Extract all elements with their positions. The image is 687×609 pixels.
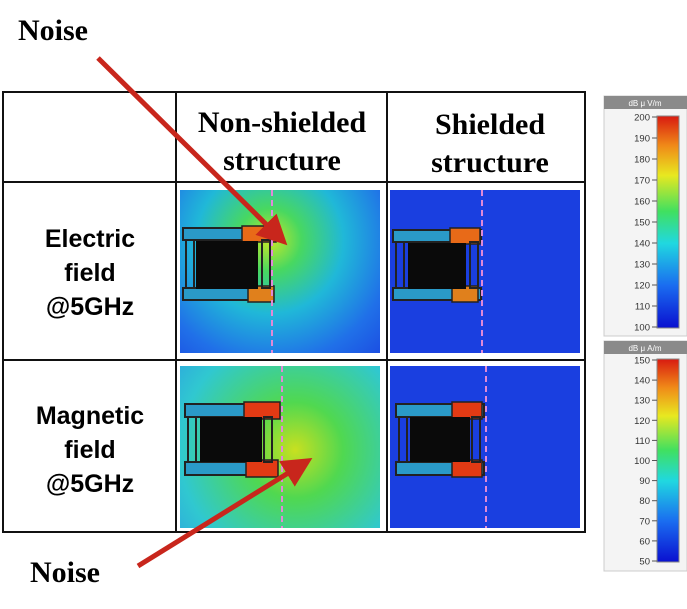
colorbar-tick-label: 100: [634, 456, 650, 467]
noise-label-bottom: Noise: [30, 556, 100, 589]
magnetic-colorbar: dB μ A/m 150 140 130 120 110 100 90 80 70 60 50: [603, 340, 687, 572]
colorbar-tick-label: 90: [639, 476, 650, 487]
colorbar-tick-label: 190: [634, 134, 650, 145]
colorbar-tick-label: 150: [634, 356, 650, 367]
row-header-magnetic-line1: Magnetic: [36, 402, 144, 430]
row-header-magnetic-line2: field: [64, 436, 115, 464]
colorbar-tick-label: 170: [634, 176, 650, 187]
noise-arrow-top: [96, 56, 288, 246]
colorbar-tick-label: 110: [635, 436, 650, 447]
noise-label-top: Noise: [18, 14, 88, 47]
electric-nonshielded-fieldmap: [180, 190, 380, 353]
magnetic-colorbar-ticks: 150 140 130 120 110 100 90 80 70 60 50: [634, 356, 657, 568]
component-model: [392, 227, 482, 303]
row-header-magnetic-line3: @5GHz: [46, 470, 134, 498]
colorbar-tick-label: 50: [639, 557, 650, 568]
magnetic-shielded-fieldmap: [390, 366, 580, 528]
colorbar-tick-label: 180: [634, 155, 650, 166]
colorbar-tick-label: 160: [634, 197, 650, 208]
component-model: [395, 401, 485, 478]
electric-colorbar-unit: dB μ V/m: [628, 99, 661, 108]
noise-arrow-bottom: [136, 458, 313, 569]
row-header-electric-line2: field: [64, 259, 115, 287]
electric-colorbar: dB μ V/m 200 190 180 170 160 150 140 130 120 110 1…: [603, 95, 687, 337]
colorbar-tick-label: 140: [634, 376, 650, 387]
magnetic-nonshielded-fieldmap: [180, 366, 380, 528]
column-header-shielded-line2: structure: [431, 146, 549, 179]
colorbar-tick-label: 130: [634, 260, 650, 271]
colorbar-tick-label: 100: [634, 323, 650, 334]
comparison-table: [2, 91, 586, 533]
colorbar-tick-label: 60: [639, 536, 650, 547]
row-header-electric-line3: @5GHz: [46, 293, 134, 321]
colorbar-tick-label: 120: [634, 281, 650, 292]
column-header-non-shielded-line1: Non-shielded: [198, 106, 367, 139]
colorbar-tick-label: 110: [635, 302, 650, 313]
colorbar-tick-label: 80: [639, 496, 650, 507]
row-header-electric-line1: Electric: [45, 225, 135, 253]
colorbar-tick-label: 70: [639, 516, 650, 527]
component-model: [182, 225, 277, 303]
electric-shielded-fieldmap: [390, 190, 580, 353]
colorbar-tick-label: 200: [634, 113, 650, 124]
colorbar-tick-label: 140: [634, 239, 650, 250]
component-model: [184, 401, 281, 478]
colorbar-tick-label: 120: [634, 416, 650, 427]
magnetic-colorbar-unit: dB μ A/m: [628, 344, 661, 353]
column-header-shielded-line1: Shielded: [435, 108, 545, 141]
electric-colorbar-ticks: 200 190 180 170 160 150 140 130 120 110 100: [634, 113, 657, 334]
colorbar-tick-label: 130: [634, 396, 650, 407]
colorbar-tick-label: 150: [634, 218, 650, 229]
column-header-non-shielded-line2: structure: [223, 144, 341, 177]
